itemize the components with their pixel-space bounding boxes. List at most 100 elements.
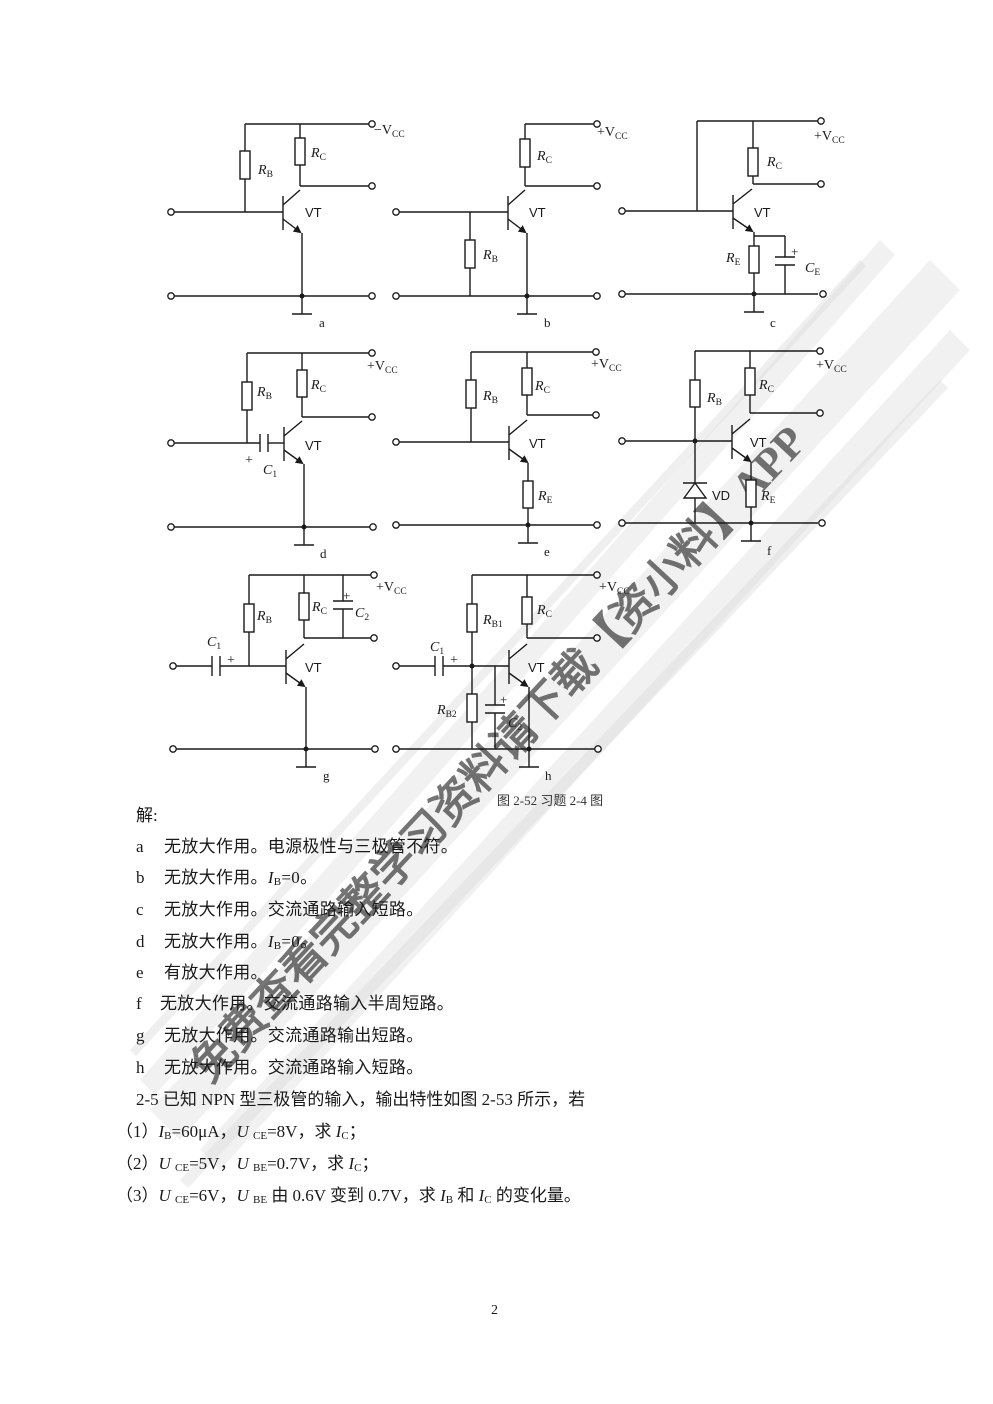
circuit-h: RB1 RB2 RC C1 + + C2 VT +VCC h [392, 571, 630, 783]
circuit-g: RB RC + C2 C1 + VT +VCC g [169, 571, 407, 783]
svg-text:RC: RC [310, 378, 326, 395]
resistor-rb [689, 379, 701, 408]
terminal [167, 292, 175, 300]
terminal [167, 208, 175, 216]
svg-text:RB: RB [482, 389, 498, 406]
svg-text:+: + [791, 244, 798, 259]
svg-text:d: d [320, 546, 327, 561]
svg-text:e: e [544, 544, 550, 559]
svg-text:a: a [319, 315, 325, 330]
svg-text:VT: VT [528, 660, 545, 675]
resistor-rc [294, 137, 306, 166]
svg-text:h: h [545, 768, 552, 783]
svg-text:+VCC: +VCC [599, 580, 630, 597]
svg-text:+VCC: +VCC [367, 359, 398, 376]
resistor-rb2 [466, 693, 478, 723]
resistor-rb [239, 150, 251, 180]
svg-text:+: + [245, 453, 253, 468]
resistor-rc [744, 367, 756, 396]
svg-text:VT: VT [529, 436, 546, 451]
terminal [368, 182, 376, 190]
svg-text:C2: C2 [508, 716, 522, 733]
svg-text:VT: VT [305, 438, 322, 453]
circuit-e: RB RC RE VT +VCC e [392, 348, 622, 559]
circuit-b: RB RC VT +VCC b [392, 120, 628, 330]
svg-text:RC: RC [534, 379, 550, 396]
circuit-d: RB RC + C1 VT +VCC d [167, 349, 398, 561]
resistor-rc [521, 367, 533, 396]
figure-caption: 图 2-52 习题 2-4 图 [497, 793, 604, 808]
circuit-a: RB RC VT −VCC a [167, 120, 405, 330]
resistor-rb [464, 239, 476, 269]
resistor-rc [519, 138, 531, 168]
svg-text:+: + [450, 653, 458, 668]
terminal [368, 292, 376, 300]
svg-text:RC: RC [536, 603, 552, 620]
resistor-rc [747, 147, 759, 177]
svg-text:f: f [767, 543, 772, 558]
subquestion-3: （3）U CE=6V，U BE 由 0.6V 变到 0.7V，求 IB 和 IC… [116, 1186, 581, 1206]
solution-heading: 解: [136, 806, 158, 825]
svg-text:VD: VD [712, 488, 730, 503]
terminal [368, 120, 376, 128]
svg-text:+VCC: +VCC [816, 358, 847, 375]
svg-text:RB1: RB1 [482, 613, 503, 630]
resistor-re [522, 480, 534, 509]
resistor-re [748, 245, 760, 274]
svg-text:RE: RE [725, 251, 741, 268]
circuit-c: RC RE + CE VT +VCC c [618, 117, 845, 330]
svg-text:RB: RB [482, 248, 498, 265]
circuit-f: RB RC RE VD VT +VCC f [618, 347, 847, 558]
svg-text:C1: C1 [207, 635, 221, 652]
svg-text:VT: VT [750, 435, 767, 450]
svg-text:CE: CE [805, 261, 820, 278]
svg-text:C2: C2 [355, 606, 369, 623]
page-number: 2 [491, 1303, 498, 1318]
subquestion-2: （2）U CE=5V，U BE=0.7V，求 IC； [116, 1154, 379, 1174]
resistor-rb1 [466, 603, 478, 633]
svg-text:VT: VT [754, 205, 771, 220]
svg-text:+VCC: +VCC [591, 357, 622, 374]
resistor-re [745, 479, 757, 508]
svg-text:c: c [770, 315, 776, 330]
svg-text:RE: RE [537, 489, 553, 506]
svg-text:RC: RC [311, 600, 327, 617]
svg-text:RB: RB [256, 609, 272, 626]
resistor-rc [296, 369, 308, 398]
svg-text:RE: RE [760, 489, 776, 506]
svg-text:+VCC: +VCC [814, 129, 845, 146]
resistor-rb [241, 381, 253, 411]
problem-2-5-statement: 2-5 已知 NPN 型三极管的输入，输出特性如图 2-53 所示，若 [136, 1090, 586, 1109]
svg-text:RC: RC [758, 378, 774, 395]
resistor-rb [243, 603, 255, 633]
svg-text:+VCC: +VCC [597, 125, 628, 142]
svg-text:VT: VT [529, 205, 546, 220]
svg-text:g: g [323, 768, 330, 783]
svg-text:RC: RC [310, 146, 326, 163]
svg-text:VT: VT [305, 660, 322, 675]
svg-text:VT: VT [305, 205, 322, 220]
resistor-rc [521, 596, 533, 625]
svg-text:RB: RB [706, 391, 722, 408]
svg-text:+: + [227, 653, 235, 668]
svg-text:RB: RB [256, 385, 272, 402]
svg-text:RC: RC [536, 149, 552, 166]
resistor-rb [465, 379, 477, 409]
resistor-rc [298, 592, 310, 621]
svg-text:RB2: RB2 [436, 703, 457, 720]
svg-text:+: + [343, 588, 350, 603]
svg-text:−VCC: −VCC [374, 123, 405, 140]
svg-text:b: b [544, 315, 551, 330]
subquestion-1: （1）IB=60μA，U CE=8V，求 IC； [116, 1122, 366, 1142]
svg-text:RB: RB [257, 163, 273, 180]
